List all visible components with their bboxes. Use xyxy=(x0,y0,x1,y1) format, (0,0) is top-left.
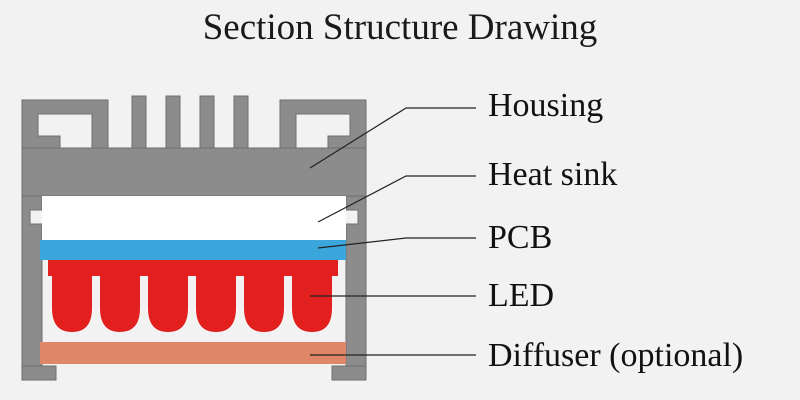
housing-bottom-right-lip xyxy=(331,365,367,381)
housing-fin xyxy=(199,95,215,153)
housing-fin xyxy=(165,95,181,153)
led-dome xyxy=(292,272,332,332)
led-dome xyxy=(148,272,188,332)
housing-bottom-left-lip xyxy=(21,365,57,381)
housing-cavity xyxy=(42,196,346,240)
housing-top-plate xyxy=(21,147,367,197)
housing-top-left-clip xyxy=(21,99,109,151)
led-row xyxy=(48,260,338,332)
housing-fin xyxy=(233,95,249,153)
led-dome xyxy=(244,272,284,332)
diffuser-layer xyxy=(40,342,346,364)
led-dome xyxy=(52,272,92,332)
led-dome xyxy=(196,272,236,332)
leader-line-heat-sink xyxy=(317,175,476,223)
label-diffuser: Diffuser (optional) xyxy=(488,337,744,374)
housing-left-wall xyxy=(21,195,43,381)
led-dome xyxy=(100,272,140,332)
housing-top-right-clip xyxy=(279,99,367,151)
housing-profile xyxy=(21,95,367,381)
housing-right-wall xyxy=(345,195,367,381)
pcb-layer xyxy=(40,240,346,260)
leader-line-pcb xyxy=(317,237,476,249)
label-housing: Housing xyxy=(488,87,604,124)
label-pcb: PCB xyxy=(488,219,553,256)
housing-fin xyxy=(131,95,147,153)
label-led: LED xyxy=(488,277,555,314)
leader-line-housing xyxy=(309,107,476,169)
label-heat-sink: Heat sink xyxy=(488,156,618,193)
leader-lines xyxy=(309,107,476,356)
diagram-title: Section Structure Drawing xyxy=(202,7,598,48)
